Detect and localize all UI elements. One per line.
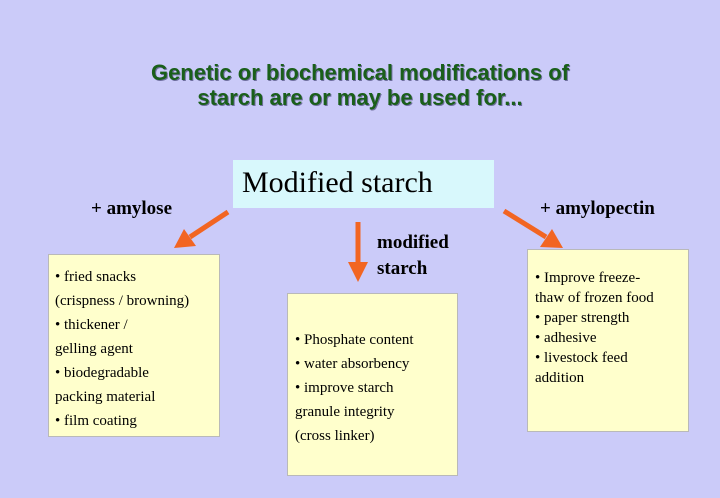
modified-starch-label-line-2: starch <box>377 258 428 279</box>
title-line-1: Genetic or biochemical modifications of <box>150 60 570 85</box>
amylose-uses-box: • fried snacks (crispness / browning) • … <box>48 254 220 437</box>
list-item: (crispness / browning) <box>55 293 190 309</box>
amylopectin-uses-box: • Improve freeze- thaw of frozen food • … <box>527 249 689 432</box>
list-item: • fried snacks <box>55 269 137 285</box>
modified-starch-label: modified starch <box>377 230 449 282</box>
amylose-label: + amylose <box>91 198 173 219</box>
list-item: • water absorbency <box>295 356 410 372</box>
arrow-middle <box>348 222 368 282</box>
title-line-2: starch are or may be used for... <box>197 85 523 110</box>
modified-starch-box: Modified starch <box>233 160 494 208</box>
list-item: • paper strength <box>535 310 630 326</box>
list-item: • film coating <box>55 413 137 429</box>
list-item: • Phosphate content <box>295 332 414 348</box>
list-item: • improve starch <box>295 380 394 396</box>
list-item: (cross linker) <box>295 428 375 444</box>
diagram-title: Genetic or biochemical modifications of … <box>0 60 720 110</box>
list-item: • adhesive <box>535 330 597 346</box>
list-item: addition <box>535 370 585 386</box>
list-item: thaw of frozen food <box>535 290 654 306</box>
list-item: • Improve freeze- <box>535 270 641 286</box>
list-item: packing material <box>55 389 156 405</box>
list-item: gelling agent <box>55 341 133 357</box>
list-item: granule integrity <box>295 404 395 420</box>
list-item: • biodegradable <box>55 365 149 381</box>
arrow-left <box>174 209 230 248</box>
list-item: • livestock feed <box>535 350 628 366</box>
modified-starch-label-line-1: modified <box>377 232 449 253</box>
modified-starch-uses-box: • Phosphate content • water absorbency •… <box>287 293 458 476</box>
list-item: • thickener / <box>55 317 128 333</box>
amylopectin-label: + amylopectin <box>540 198 655 219</box>
